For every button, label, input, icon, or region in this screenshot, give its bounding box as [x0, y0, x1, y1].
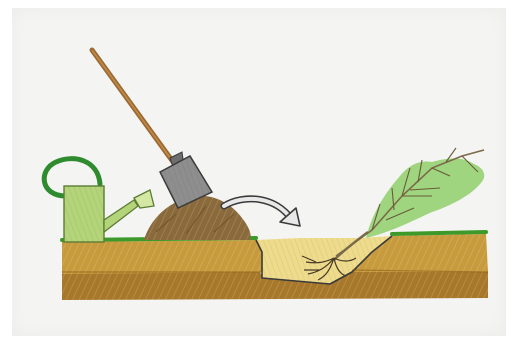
- grass-right: [392, 232, 486, 234]
- spade-icon: [92, 50, 212, 208]
- watering-can-icon: [44, 159, 154, 242]
- ground: [62, 232, 488, 300]
- can-spout: [104, 200, 138, 232]
- tree-leaves: [366, 159, 484, 239]
